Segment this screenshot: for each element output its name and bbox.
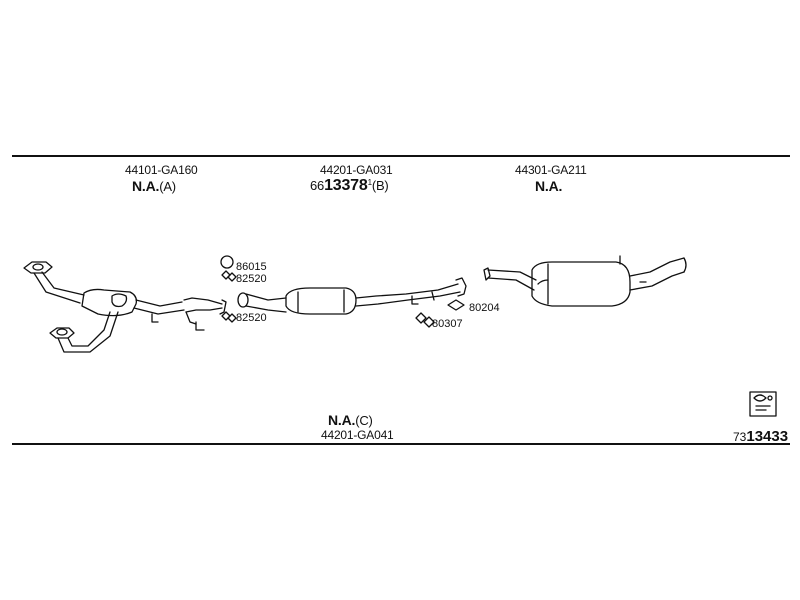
part-label-80307: 80307 (432, 318, 463, 330)
clamp-80307-icon (415, 312, 435, 328)
drawing-number: 7313433 (733, 428, 788, 445)
drawing-number-prefix: 73 (733, 430, 747, 444)
col2-superscript: 1 (367, 178, 372, 187)
muffler-icon (483, 255, 687, 307)
front-pipe-icon (23, 261, 227, 353)
clamp-82520-upper-icon (221, 270, 237, 282)
footer-part-number: 44201-GA041 (321, 428, 394, 442)
catalytic-converter-icon (237, 277, 467, 315)
col1-part-number: 44101-GA160 (125, 163, 198, 177)
drawing-number-main: 13433 (746, 428, 789, 445)
col1-availability: N.A.(A) (132, 178, 176, 194)
col2-reference: 66133781(B) (310, 177, 389, 195)
part-label-82520-upper: 82520 (236, 273, 267, 285)
col2-number: 13378 (324, 177, 368, 194)
col3-part-number: 44301-GA211 (515, 163, 587, 177)
footer-note: (C) (355, 413, 373, 428)
bottom-rule (12, 443, 790, 445)
logo-icon (749, 391, 777, 417)
gasket-80204-icon (447, 299, 465, 311)
gasket-86015-icon (220, 255, 234, 269)
part-label-82520-lower: 82520 (236, 312, 267, 324)
col3-na: N.A. (535, 178, 563, 194)
clamp-82520-lower-icon (221, 311, 237, 323)
footer-availability: N.A.(C) (328, 412, 373, 428)
top-rule (12, 155, 790, 157)
part-label-86015: 86015 (236, 261, 267, 273)
part-label-80204: 80204 (469, 302, 500, 314)
col2-part-number: 44201-GA031 (320, 163, 393, 177)
col1-na: N.A. (132, 178, 160, 194)
col1-note: (A) (159, 179, 176, 194)
col2-prefix: 66 (310, 178, 325, 193)
col2-note: (B) (371, 178, 389, 193)
footer-na: N.A. (328, 412, 356, 428)
